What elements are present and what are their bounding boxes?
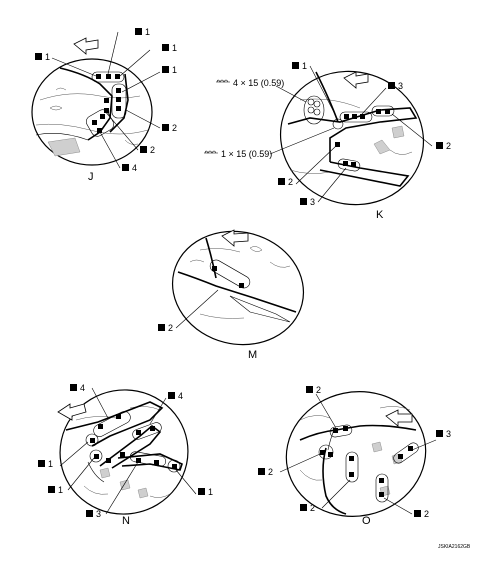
spot-welds-n bbox=[90, 414, 177, 469]
svg-text:1 × 15 (0.59): 1 × 15 (0.59) bbox=[221, 149, 272, 159]
callout-n-1a: 1 bbox=[38, 459, 53, 469]
svg-text:1: 1 bbox=[172, 65, 177, 75]
callout-j-1b: 1 bbox=[135, 27, 150, 37]
callout-n-4b: 4 bbox=[168, 391, 183, 401]
callout-o-2d: 2 bbox=[414, 509, 429, 519]
view-label-o: O bbox=[362, 515, 371, 527]
svg-text:1: 1 bbox=[45, 52, 50, 62]
weld-bead-icon bbox=[216, 79, 230, 83]
callout-j-1a: 1 bbox=[35, 52, 50, 62]
svg-text:1: 1 bbox=[48, 459, 53, 469]
svg-text:1: 1 bbox=[58, 485, 63, 495]
svg-text:2: 2 bbox=[288, 177, 293, 187]
callout-n-1c: 1 bbox=[198, 487, 213, 497]
view-m: 2 M bbox=[158, 229, 305, 361]
svg-text:4: 4 bbox=[178, 391, 183, 401]
callout-o-2a: 2 bbox=[306, 385, 321, 395]
svg-text:2: 2 bbox=[172, 123, 177, 133]
svg-text:2: 2 bbox=[446, 141, 451, 151]
svg-text:2: 2 bbox=[150, 145, 155, 155]
svg-text:1: 1 bbox=[302, 61, 307, 71]
svg-text:3: 3 bbox=[398, 81, 403, 91]
callout-o-3: 3 bbox=[436, 429, 451, 439]
weld-bead-icon bbox=[204, 150, 218, 154]
spot-welds-k bbox=[335, 109, 390, 167]
spec-weld-1x15: 1 × 15 (0.59) bbox=[204, 149, 272, 159]
weld-bead-group bbox=[307, 98, 321, 116]
callout-n-3: 3 bbox=[86, 509, 101, 519]
callout-j-4: 4 bbox=[122, 163, 137, 173]
arrow-icon bbox=[343, 71, 369, 89]
callout-j-1d: 1 bbox=[162, 65, 177, 75]
spot-welds-j bbox=[92, 74, 121, 133]
svg-text:1: 1 bbox=[208, 487, 213, 497]
view-label-m: M bbox=[248, 349, 257, 361]
view-o: 2 3 2 2 2 O bbox=[258, 385, 451, 527]
svg-text:3: 3 bbox=[310, 197, 315, 207]
view-label-k: K bbox=[376, 209, 384, 221]
arrow-icon bbox=[73, 37, 99, 55]
svg-text:1: 1 bbox=[145, 27, 150, 37]
callout-j-2a: 2 bbox=[162, 123, 177, 133]
view-label-n: N bbox=[122, 515, 130, 527]
callout-o-2c: 2 bbox=[300, 503, 315, 513]
svg-text:2: 2 bbox=[268, 467, 273, 477]
view-k: 4 × 15 (0.59) 1 × 15 (0.59) 1 3 2 2 3 K bbox=[204, 61, 451, 221]
svg-text:4: 4 bbox=[80, 383, 85, 393]
callout-n-4a: 4 bbox=[70, 383, 85, 393]
arrow-icon bbox=[385, 409, 413, 427]
svg-text:4: 4 bbox=[132, 163, 137, 173]
callout-j-1c: 1 bbox=[162, 43, 177, 53]
callout-j-2b: 2 bbox=[140, 145, 155, 155]
view-n: 4 4 1 1 1 3 N bbox=[38, 383, 213, 527]
spec-weld-4x15: 4 × 15 (0.59) bbox=[216, 78, 284, 88]
callout-k-3b: 3 bbox=[300, 197, 315, 207]
svg-text:2: 2 bbox=[316, 385, 321, 395]
figure-code: JSKIA2162GB bbox=[438, 544, 471, 550]
spot-welds-m bbox=[212, 266, 244, 288]
svg-text:2: 2 bbox=[168, 323, 173, 333]
svg-text:3: 3 bbox=[96, 509, 101, 519]
view-label-j: J bbox=[88, 171, 94, 183]
callout-k-1: 1 bbox=[292, 61, 307, 71]
callout-k-3a: 3 bbox=[388, 81, 403, 91]
svg-text:3: 3 bbox=[446, 429, 451, 439]
callout-o-2b: 2 bbox=[258, 467, 273, 477]
spot-welds-o bbox=[320, 426, 413, 497]
callout-m-2: 2 bbox=[158, 323, 173, 333]
callout-k-2b: 2 bbox=[278, 177, 293, 187]
view-j: 1 1 1 1 2 2 4 J bbox=[31, 27, 177, 183]
svg-text:1: 1 bbox=[172, 43, 177, 53]
svg-text:2: 2 bbox=[424, 509, 429, 519]
svg-text:2: 2 bbox=[310, 503, 315, 513]
svg-text:4 × 15 (0.59): 4 × 15 (0.59) bbox=[233, 78, 284, 88]
arrow-icon bbox=[221, 229, 249, 247]
arrow-icon bbox=[57, 403, 87, 421]
callout-k-2a: 2 bbox=[436, 141, 451, 151]
callout-n-1b: 1 bbox=[48, 485, 63, 495]
